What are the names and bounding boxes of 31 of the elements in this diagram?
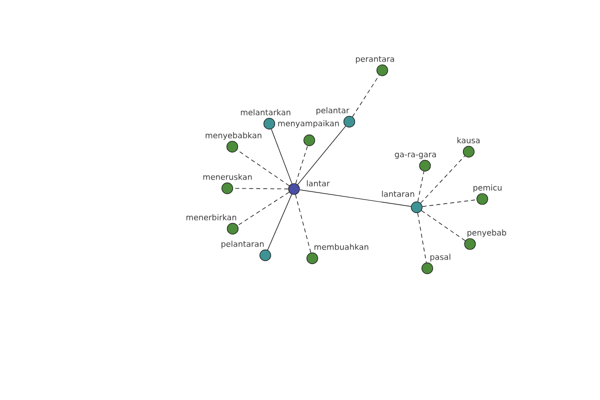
node-label: pemicu [473, 184, 502, 192]
connector-line [352, 74, 380, 118]
connector-line [417, 212, 427, 263]
connector-line [232, 188, 288, 190]
node-label: pelantar [316, 107, 350, 115]
node-label: penyebab [468, 229, 506, 238]
connector-line [297, 126, 346, 185]
node-label: melantarkan [240, 109, 290, 116]
node-label: meneruskan [203, 174, 252, 180]
connector-line [271, 128, 292, 184]
node-label: ga-ra-gara [394, 152, 436, 159]
node-label: pelantaran [222, 240, 264, 248]
connector-line [267, 194, 292, 250]
node-label: menyebabkan [206, 132, 262, 140]
node-label: lantaran [382, 190, 414, 197]
node-label: membuahkan [314, 244, 368, 250]
connector-line [237, 192, 290, 226]
connector-line [236, 150, 290, 186]
connector-line [422, 199, 477, 207]
connector-line [299, 190, 412, 207]
connector-line [420, 156, 466, 204]
connector-line [421, 210, 466, 242]
connector-line [295, 194, 312, 253]
node-label: menyampaikan [278, 120, 339, 128]
node-label: perantara [356, 56, 394, 64]
connector-line [295, 146, 308, 184]
connector-line [418, 171, 424, 202]
node-label: lantar [306, 180, 330, 186]
node-label: kausa [457, 137, 480, 144]
node-label: pasal [430, 254, 450, 262]
node-label: menerbirkan [186, 214, 236, 220]
